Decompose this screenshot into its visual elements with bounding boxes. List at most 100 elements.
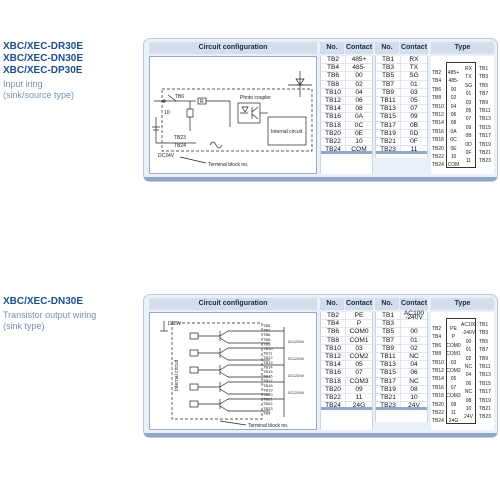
terminal-no: TB4 [321, 64, 346, 72]
type-contact-left: 02 [450, 95, 457, 102]
type-terminal-right: TB1 [479, 322, 489, 328]
terminal-no: TB2 [321, 312, 346, 320]
wire [219, 330, 229, 337]
circuit-tb-label: TB16 [263, 374, 273, 379]
output-subtitle-type: (sink type) [3, 321, 45, 331]
header-contact: Contact [345, 42, 373, 54]
terminal-contact: 11 [410, 146, 418, 154]
terminal-contact: 09 [410, 113, 418, 121]
circuit-dc-label: DC12/24V [288, 391, 305, 395]
terminal-no: TB13 [376, 361, 401, 369]
type-terminal-right: TB15 [479, 124, 491, 131]
type-contact-right: 05 [465, 108, 472, 114]
circuit-label-dc5v: DC5V [168, 321, 182, 327]
table-row: TB3 [376, 320, 427, 329]
terminal-no: TB15 [376, 113, 401, 121]
terminal-contact: 00 [410, 328, 418, 336]
input-circuit-diagram: R 10 TB6 TB23 TB24 DC24V Photo coupler I… [149, 56, 317, 174]
terminal-no: TB20 [321, 129, 346, 137]
table-row: TB5 00 [376, 328, 427, 337]
terminal-no: TB12 [321, 352, 346, 361]
terminal-no: TB5 [376, 328, 401, 336]
panel-bottom-bar [144, 177, 497, 181]
type-contact-left: 485- [448, 78, 459, 85]
circuit-tb-label: TB12 [263, 355, 273, 360]
type-contact-right: -240V [461, 330, 476, 337]
wire [219, 337, 229, 344]
header-type-out: Type [431, 298, 494, 310]
type-contact-right: NC [464, 389, 473, 396]
type-terminal-right: TB21 [479, 406, 491, 412]
model-title-output: XBC/XEC-DN30E [3, 296, 84, 307]
type-terminal-left: TB4 [432, 334, 442, 341]
terminal-contact: 0D [409, 129, 419, 137]
circuit-tb-label: TB8 [263, 337, 271, 342]
model-title-1: XBC/XEC-DR30E [3, 41, 84, 52]
circuit-tb-label: TB14 [263, 364, 273, 369]
type-contact-left: COM2 [446, 368, 461, 374]
terminal-contact: SG [409, 72, 419, 80]
type-contact-right: 0B [465, 133, 472, 140]
type-contact-left: 485+ [447, 70, 460, 76]
type-terminal-right: TB23 [479, 158, 491, 165]
circuit-tb-label: TB21 [263, 397, 273, 402]
model-title-2: XBC/XEC-DN30E [3, 53, 84, 64]
terminal-contact: 00 [355, 72, 363, 80]
circuit-label-tb6: TB6 [175, 94, 184, 100]
terminal-contact: 485- [352, 64, 366, 72]
type-terminal-left: TB12 [432, 112, 444, 118]
type-terminal-right: TB21 [479, 150, 491, 156]
type-contact-right: 02 [465, 355, 472, 362]
input-wiring-panel: Circuit configuration No. Contact No. Co… [143, 38, 498, 182]
circuit-label-10: 10 [164, 110, 170, 116]
photo-coupler-icon [189, 383, 199, 391]
type-terminal-left: TB14 [432, 376, 444, 383]
wire [219, 388, 229, 395]
circuit-label-terminal: Terminal block no. [208, 162, 248, 168]
type-terminal-right: TB11 [479, 108, 491, 114]
circuit-tb-label: TB10 [263, 346, 273, 351]
terminal-no: TB24 [321, 402, 346, 409]
input-circuit-svg: R 10 TB6 TB23 TB24 DC24V Photo coupler I… [152, 71, 313, 168]
terminal-no: TB9 [376, 344, 401, 352]
terminal-no: TB3 [376, 64, 401, 72]
type-terminal-right: TB9 [479, 355, 489, 362]
type-contact-right: 01 [465, 347, 472, 354]
terminal-no: TB18 [321, 377, 346, 385]
type-terminal-right: TB15 [479, 380, 491, 387]
type-contact-left: 0C [450, 137, 457, 144]
terminal-contact: 06 [410, 369, 418, 377]
terminal-contact: 24V [408, 402, 420, 410]
type-contact-left: 0A [450, 128, 457, 135]
terminal-no: TB1 [376, 56, 401, 64]
circuit-label-tb23: TB23 [174, 135, 186, 141]
terminal-no: TB22 [321, 393, 346, 402]
terminal-no: TB6 [321, 72, 346, 80]
type-contact-left: 03 [450, 359, 457, 366]
type-contact-left: 06 [450, 112, 457, 118]
terminal-contact: 0E [354, 129, 364, 137]
circuit-tb-label: TB15 [263, 369, 273, 374]
terminal-contact: 0F [410, 137, 418, 145]
wire [219, 405, 229, 412]
type-contact-left: 07 [450, 384, 457, 391]
header-no: No. [320, 42, 344, 54]
type-terminal-left: TB20 [432, 145, 444, 152]
circuit-tb-label: TB17 [263, 378, 273, 383]
terminal-block-outline [446, 62, 476, 168]
